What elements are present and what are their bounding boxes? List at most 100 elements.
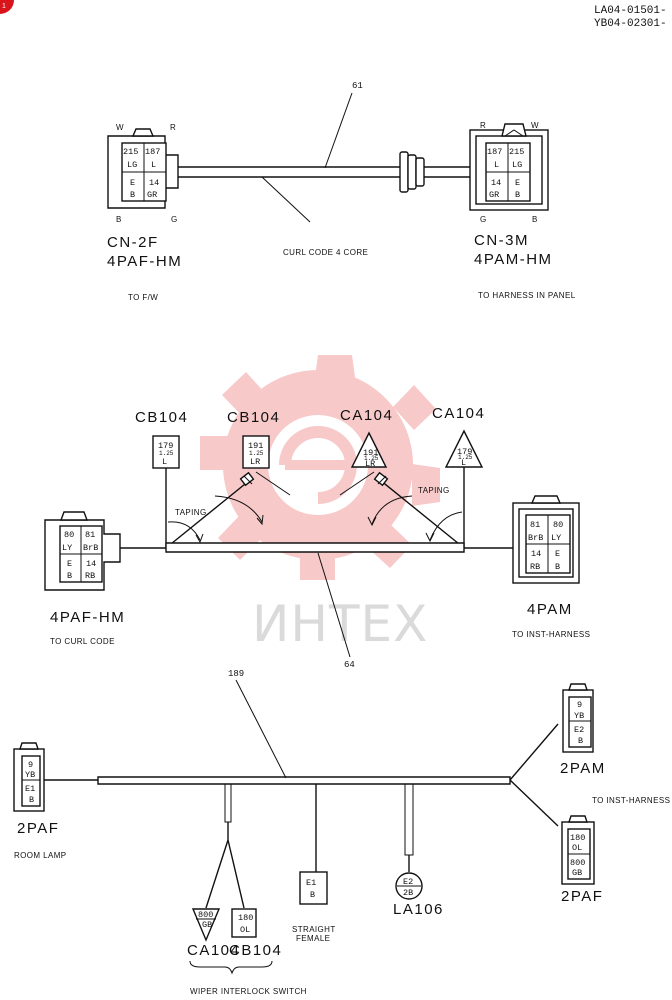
cn3m-cell-7: GR [489, 190, 499, 200]
mid-label-ca104-1: CA104 [340, 407, 393, 424]
connector-4paf-hm-mid: 80 81 LY BrB E 14 B RB [44, 511, 121, 591]
connector-cn-2f: 215 187 LG L E 14 B GR [107, 128, 179, 209]
mid-left-cell-6: 14 [86, 559, 96, 569]
callout-189-leader [235, 679, 287, 779]
room-lamp-cell-1: 9 [28, 760, 33, 770]
mid-right-cell-7: RB [530, 562, 540, 572]
callout-64-leader [317, 552, 351, 658]
straight-female-cell-1: E1 [306, 878, 316, 888]
connector-2paf-room-lamp: 9 YB E1 B [13, 742, 45, 812]
cn3m-cell-1: 187 [487, 147, 502, 157]
cn2f-cell-4: L [151, 160, 156, 170]
la106-label: LA106 [393, 901, 444, 918]
wiper-switch-label: WIPER INTERLOCK SWITCH [190, 987, 307, 996]
corner-marker-glyph: 1 [2, 3, 6, 10]
cn3m-cell-6: E [515, 178, 520, 188]
mid-right-cell-3: BrB [528, 533, 543, 543]
doc-code-1: LA04-01501- [594, 5, 667, 17]
mid-right-type: 4PAM [527, 601, 573, 618]
cn2f-bottom-left: B [116, 215, 122, 224]
cable-label-leader [261, 176, 311, 223]
cn2f-cell-7: B [130, 190, 135, 200]
cn2f-cell-1: 215 [123, 147, 138, 157]
cn3m-destination: TO HARNESS IN PANEL [478, 291, 576, 300]
straight-female-cell-2: B [310, 890, 315, 900]
callout-64: 64 [344, 660, 355, 670]
cable-label: CURL CODE 4 CORE [283, 248, 368, 257]
cn3m-cell-8: B [515, 190, 520, 200]
mid-left-type: 4PAF-HM [50, 609, 125, 626]
cn3m-name: CN-3M [474, 232, 529, 249]
curl-code-cable [178, 151, 470, 193]
cb104-bottom-label: CB104 [229, 942, 282, 959]
cn3m-cell-5: 14 [491, 178, 501, 188]
watermark-logo [200, 355, 440, 580]
cn3m-cell-2: 215 [509, 147, 524, 157]
cn2f-top-right: R [170, 123, 176, 132]
mid-right-cell-8: B [555, 562, 560, 572]
cn3m-top-right: W [531, 121, 539, 130]
corner-marker [0, 0, 14, 14]
mid-left-destination: TO CURL CODE [50, 637, 115, 646]
ca104-bottom-label: CA104 [187, 942, 240, 959]
mid-right-destination: TO INST-HARNESS [512, 630, 590, 639]
room-lamp-type: 2PAF [17, 820, 59, 837]
callout-61-leader [324, 92, 353, 169]
cn2f-type: 4PAF-HM [107, 253, 182, 270]
terminal-cb104-square: 179 1.25 L [152, 435, 180, 469]
term4-color: L [461, 458, 466, 468]
term2-size: 1.25 [249, 450, 264, 457]
cn2f-destination: TO F/W [128, 293, 158, 302]
term1-size: 1.25 [159, 450, 174, 457]
cn2f-bottom-right: G [171, 215, 178, 224]
mid-right-cell-1: 81 [530, 520, 540, 530]
cn2f-top-left: W [116, 123, 124, 132]
cn3m-type: 4PAM-HM [474, 251, 553, 268]
cn3m-cell-3: L [494, 160, 499, 170]
room-lamp-cell-2: YB [25, 770, 35, 780]
connector-4pam-mid: 81 80 BrB LY 14 E RB B [512, 495, 580, 584]
cn2f-cell-6: 14 [149, 178, 159, 188]
2pam-cell-1: 9 [577, 700, 582, 710]
bottom-harness-trunk [44, 723, 559, 909]
term3-color: LR [365, 459, 375, 469]
terminal-cb104-square-2: 191 1.25 LR [242, 435, 270, 469]
la106-cell-1: E2 [403, 877, 413, 887]
connector-2paf-right: 180 OL 800 GB [561, 815, 595, 885]
term1-color: L [162, 457, 167, 467]
mid-left-cell-2: 81 [85, 530, 95, 540]
mid-left-cell-5: E [67, 559, 72, 569]
terminal-cb104-bottom: 180 OL [231, 908, 257, 938]
ca104-bottom-cell-2: GB [202, 920, 212, 930]
mid-left-cell-8: RB [85, 571, 95, 581]
term4-size: 1.25 [458, 454, 473, 461]
cn2f-cell-5: E [130, 178, 135, 188]
2pam-type: 2PAM [560, 760, 606, 777]
term2-num: 191 [248, 441, 263, 451]
cb104-bottom-cell-2: OL [240, 925, 250, 935]
la106-cell-2: 2B [403, 888, 413, 898]
straight-female-label-1: STRAIGHT [292, 925, 336, 934]
taping-label-left: TAPING [175, 508, 207, 517]
mid-left-cell-7: B [67, 571, 72, 581]
cn3m-bottom-right: B [532, 215, 538, 224]
term3-num: 191 [363, 448, 378, 458]
cn2f-cell-3: LG [127, 160, 137, 170]
mid-left-cell-3: LY [62, 543, 72, 553]
room-lamp-cell-3: E1 [25, 784, 35, 794]
2pam-cell-3: E2 [574, 725, 584, 735]
2pam-cell-2: YB [574, 711, 584, 721]
callout-189: 189 [228, 669, 244, 679]
doc-code-2: YB04-02301- [594, 18, 667, 30]
inst-harness-label: TO INST-HARNESS [592, 796, 670, 805]
terminal-ca104-triangle-2: 179 1.25 L [444, 429, 484, 468]
mid-label-cb104-2: CB104 [227, 409, 280, 426]
ca104-bottom-cell-1: 800 [198, 910, 213, 920]
cn2f-cell-2: 187 [145, 147, 160, 157]
straight-female-terminal: E1 B [299, 871, 328, 905]
2pam-cell-4: B [578, 736, 583, 746]
cb104-bottom-cell-1: 180 [238, 913, 253, 923]
2paf-right-cell-1: 180 [570, 833, 585, 843]
mid-right-cell-2: 80 [553, 520, 563, 530]
